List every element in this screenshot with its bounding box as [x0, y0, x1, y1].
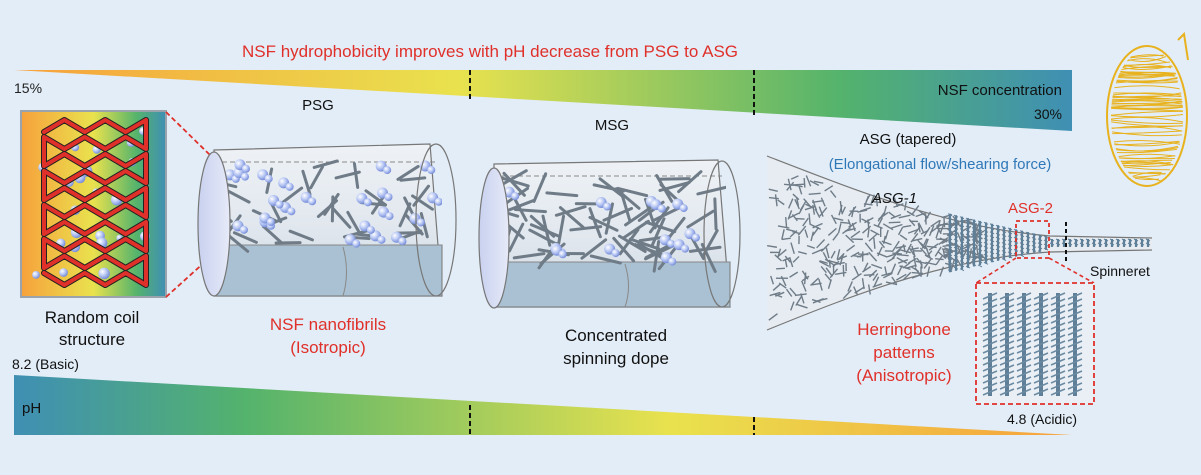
silk-cocoon-icon	[1106, 31, 1189, 187]
msg-label: MSG	[595, 117, 629, 134]
nanofibrils-caption-2: (Isotropic)	[290, 338, 366, 357]
asg1-label: ASG-1	[871, 190, 917, 207]
spinneret-label: Spinneret	[1090, 263, 1150, 279]
concentration-start: 15%	[14, 80, 42, 96]
concentration-gradient-wedge	[14, 70, 1072, 131]
random-coil-caption-2: structure	[59, 330, 125, 349]
random-coil-panel	[20, 110, 167, 298]
asg-fibrils	[767, 175, 1151, 321]
herring-caption-3: (Anisotropic)	[856, 366, 951, 385]
herring-caption-2: patterns	[873, 343, 934, 362]
ph-gradient-wedge	[14, 375, 1072, 435]
herring-caption-1: Herringbone	[857, 320, 951, 339]
asg-tapered-duct	[766, 155, 1153, 331]
asg2-label: ASG-2	[1008, 200, 1053, 217]
ph-start-label: 8.2 (Basic)	[12, 356, 79, 372]
msg-cylinder	[478, 159, 741, 309]
dope-caption-1: Concentrated	[565, 326, 667, 345]
title-text: NSF hydrophobicity improves with pH decr…	[242, 42, 738, 61]
concentration-end: 30%	[1034, 106, 1062, 122]
coil-chain-red	[42, 118, 148, 287]
psg-fibrils	[214, 159, 442, 253]
herring-zoom-line-right	[1048, 257, 1095, 284]
asg-label: ASG (tapered)	[860, 131, 957, 148]
dope-caption-2: spinning dope	[563, 349, 669, 368]
herring-zoom-line-left	[975, 257, 1017, 284]
psg-label: PSG	[302, 97, 334, 114]
herringbone-fibrils	[982, 292, 1083, 396]
asg2-highlight-box	[1015, 220, 1050, 259]
ph-label: pH	[22, 400, 41, 417]
zoom-line-bottom	[165, 213, 259, 298]
random-coil-caption-1: Random coil	[45, 308, 140, 327]
psg-cylinder	[197, 143, 457, 297]
concentration-label: NSF concentration	[938, 82, 1062, 99]
nanofibrils-caption-1: NSF nanofibrils	[270, 315, 386, 334]
msg-fibrils	[494, 169, 726, 273]
ph-end-label: 4.8 (Acidic)	[1007, 411, 1077, 427]
flow-label: (Elongational flow/shearing force)	[829, 156, 1052, 173]
